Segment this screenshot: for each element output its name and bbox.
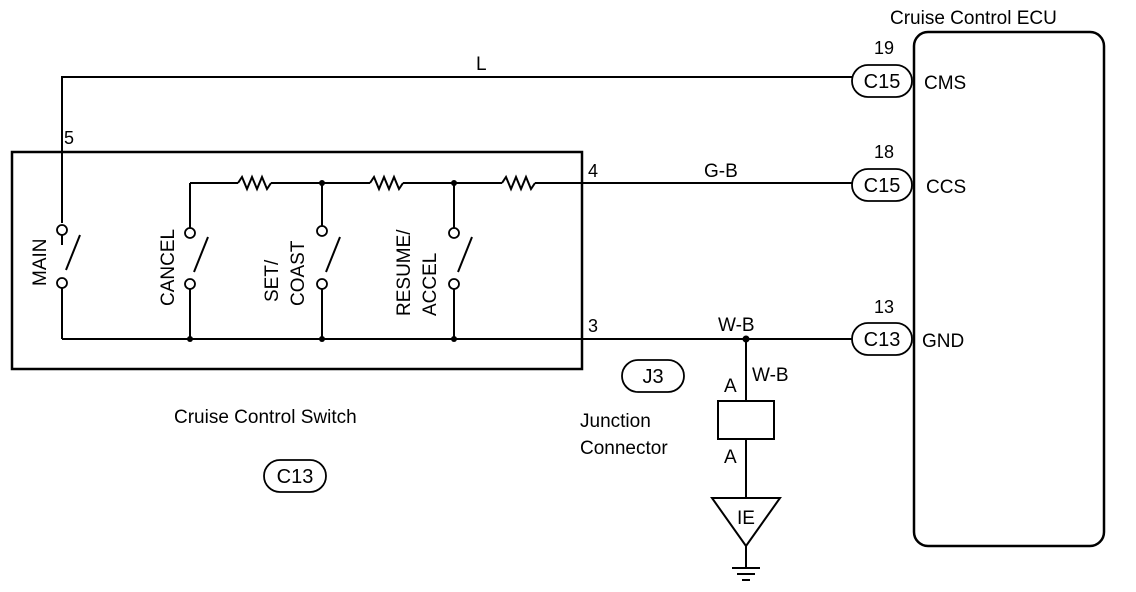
switch-pin-4: 4 <box>588 161 598 181</box>
switch-connector-c13-label: C13 <box>277 466 314 488</box>
junction-label-line2: Connector <box>580 438 668 459</box>
contact-cancel-label: CANCEL <box>158 229 179 306</box>
junction-box <box>717 400 775 440</box>
ground-drop-wire-label: W-B <box>752 365 789 386</box>
main-switch: MAIN <box>30 224 81 339</box>
junction-terminal-bottom: A <box>724 447 737 468</box>
resistor-1 <box>237 174 272 192</box>
resistor-3 <box>501 174 536 192</box>
junction-connector: J3 A A W-B Junction Connector <box>580 335 789 498</box>
ecu-pin-18-number: 18 <box>874 142 894 162</box>
ecu-signal-cms: CMS <box>924 73 966 94</box>
switch-pin-3: 3 <box>588 316 598 336</box>
set-coast-switch: SET/ COAST <box>262 183 341 339</box>
ground-triangle <box>710 497 782 548</box>
ecu-pin-13-number: 13 <box>874 297 894 317</box>
ecu-title: Cruise Control ECU <box>890 8 1057 29</box>
wire-l-label: L <box>476 54 487 75</box>
resistor-ladder <box>190 174 582 192</box>
wire-wb-label: W-B <box>718 315 755 336</box>
contact-coast-label: COAST <box>288 240 309 306</box>
resume-accel-switch: RESUME/ ACCEL <box>394 183 473 339</box>
ecu-connector-c15-cms-label: C15 <box>864 71 901 93</box>
switch-title: Cruise Control Switch <box>174 407 357 428</box>
contact-set-label: SET/ <box>262 259 283 302</box>
ecu-signal-gnd: GND <box>922 331 964 352</box>
cruise-control-ecu: Cruise Control ECU 19 C15 CMS 18 C15 CCS… <box>851 8 1106 548</box>
junction-terminal-top: A <box>724 376 737 397</box>
ground-point: IE <box>710 497 782 581</box>
cruise-control-switch: 5 4 3 MAIN <box>10 128 598 493</box>
junction-connector-j3-label: J3 <box>642 366 663 388</box>
junction-connector-j3 <box>621 359 685 393</box>
contact-main-label: MAIN <box>30 239 51 287</box>
harness-wires: L G-B W-B <box>61 54 852 340</box>
ground-label: IE <box>737 508 755 529</box>
cancel-switch: CANCEL <box>158 183 209 339</box>
ecu-connector-c15-ccs <box>851 168 913 202</box>
resistor-2 <box>369 174 404 192</box>
switch-connector-c13 <box>263 459 327 493</box>
ecu-signal-ccs: CCS <box>926 177 966 198</box>
ecu-connector-c15-ccs-label: C15 <box>864 175 901 197</box>
earth-ground-icon <box>732 567 760 581</box>
ecu-box <box>912 30 1106 548</box>
switch-pin-5: 5 <box>64 128 74 148</box>
switch-box <box>10 150 584 371</box>
ecu-pin-19-number: 19 <box>874 38 894 58</box>
ecu-connector-c13-gnd-label: C13 <box>864 329 901 351</box>
ecu-connector-c15-cms <box>851 64 913 98</box>
junction-label-line1: Junction <box>580 411 651 432</box>
contact-resume-label: RESUME/ <box>394 229 415 316</box>
contact-accel-label: ACCEL <box>420 253 441 316</box>
wire-l-cms <box>61 76 852 223</box>
wire-gb-label: G-B <box>704 161 738 182</box>
